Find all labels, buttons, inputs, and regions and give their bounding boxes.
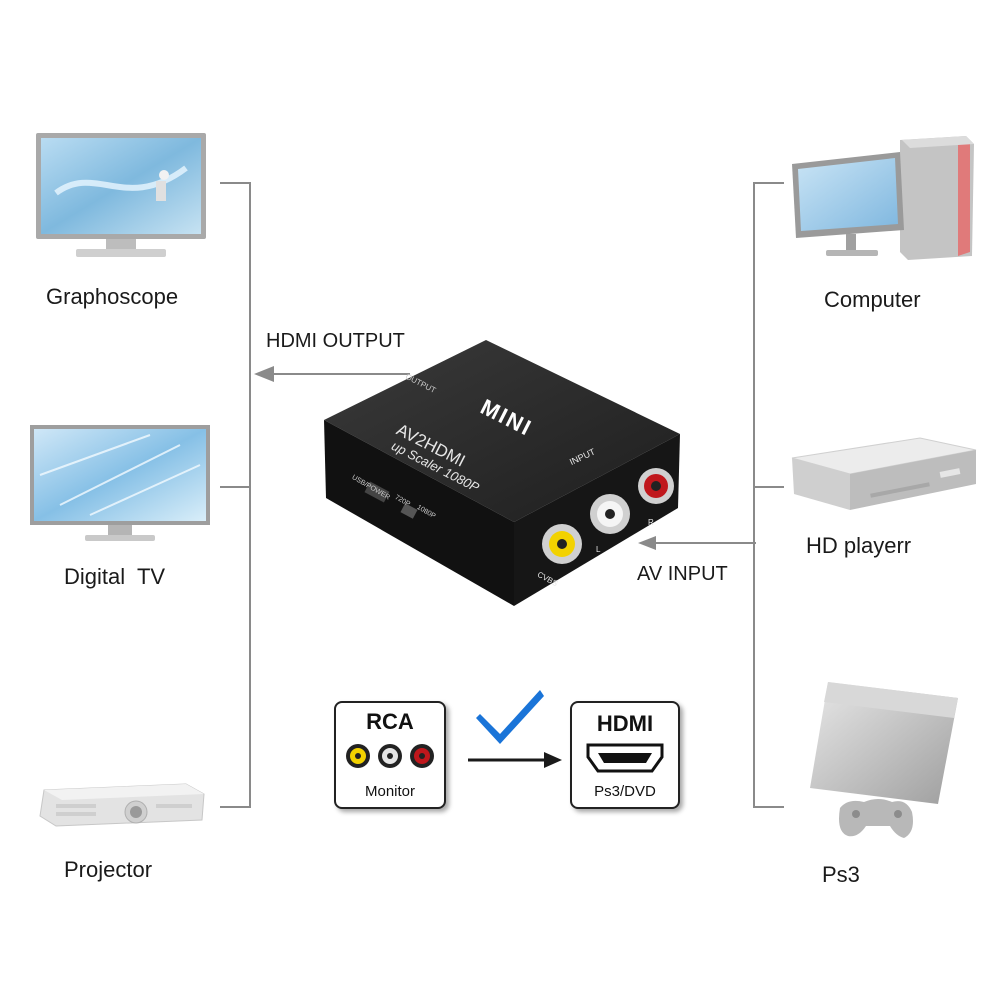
flat-tv-icon (30, 425, 210, 541)
left-arrow-icon (254, 366, 410, 382)
output-device-label: Projector (64, 857, 153, 882)
tv-monitor-icon (36, 133, 206, 257)
rca-card: RCA Monitor (334, 701, 446, 809)
input-connector-bracket (753, 182, 784, 808)
device-r-text: R (648, 518, 654, 527)
output-device-label: Digital TV (64, 564, 166, 589)
input-device-label: Computer (824, 287, 921, 312)
hdmi-card: HDMI Ps3/DVD (570, 701, 680, 809)
rca-jacks-icon (346, 744, 434, 768)
desktop-computer-icon (792, 136, 974, 260)
check-arrow-icon (468, 690, 562, 768)
output-connector-bracket (220, 182, 251, 808)
device-l-text: L (596, 545, 601, 554)
hdmi-subtitle: Ps3/DVD (594, 783, 656, 800)
projector-icon (39, 783, 205, 827)
hdmi-title: HDMI (596, 711, 654, 736)
converter-device-illustration (324, 340, 680, 606)
input-device-label: HD playerr (806, 533, 912, 558)
rca-subtitle: Monitor (364, 783, 416, 800)
rca-title: RCA (366, 709, 414, 734)
left-arrow-icon (638, 536, 756, 550)
output-device-label: Graphoscope (46, 284, 179, 309)
input-device-label: Ps3 (822, 862, 860, 887)
hdmi-port-icon (586, 743, 664, 773)
game-console-icon (810, 682, 958, 838)
hdmi-output-label: HDMI OUTPUT (266, 330, 405, 352)
dvd-player-icon (791, 437, 977, 510)
av-input-label: AV INPUT (637, 563, 728, 585)
